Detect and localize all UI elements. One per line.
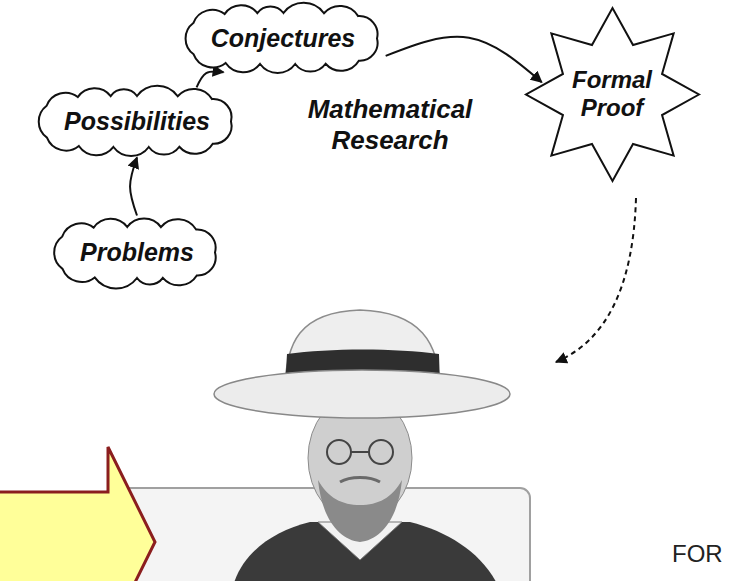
grey-panel	[110, 488, 530, 581]
node-label: Conjectures	[211, 24, 355, 53]
cloud-shape	[185, 3, 377, 73]
node-label: Formal Proof	[572, 66, 652, 121]
glasses-left	[327, 440, 351, 464]
hat-brim	[214, 370, 510, 418]
flow-arrow	[386, 37, 542, 82]
cloud-node: Problems	[50, 218, 224, 287]
portrait-photo	[214, 310, 510, 581]
center-title: Mathematical Research	[283, 94, 497, 156]
cloud-shape	[54, 218, 215, 288]
node-text-group: Problems	[80, 238, 194, 267]
cloud-shape	[39, 85, 232, 155]
moustache	[340, 478, 380, 483]
flow-arrow	[197, 71, 224, 87]
cloud-node: Possibilities	[34, 87, 240, 156]
node-text-group: Possibilities	[64, 107, 210, 136]
beard	[318, 480, 402, 542]
node-text-group: Conjectures	[211, 24, 355, 53]
glasses-right	[369, 440, 393, 464]
dashed-arrow	[556, 198, 636, 362]
node-label: Possibilities	[64, 107, 210, 136]
star-node: Formal Proof	[524, 6, 701, 183]
star-shape	[526, 8, 699, 181]
glasses-bridge	[351, 451, 369, 453]
cloud-node: Conjectures	[181, 4, 386, 73]
corner-text: FOR	[672, 540, 723, 569]
node-text-group: Formal Proof	[572, 66, 652, 121]
flow-arrow	[130, 158, 137, 216]
node-label: Problems	[80, 238, 194, 267]
yellow-arrow	[0, 447, 155, 581]
